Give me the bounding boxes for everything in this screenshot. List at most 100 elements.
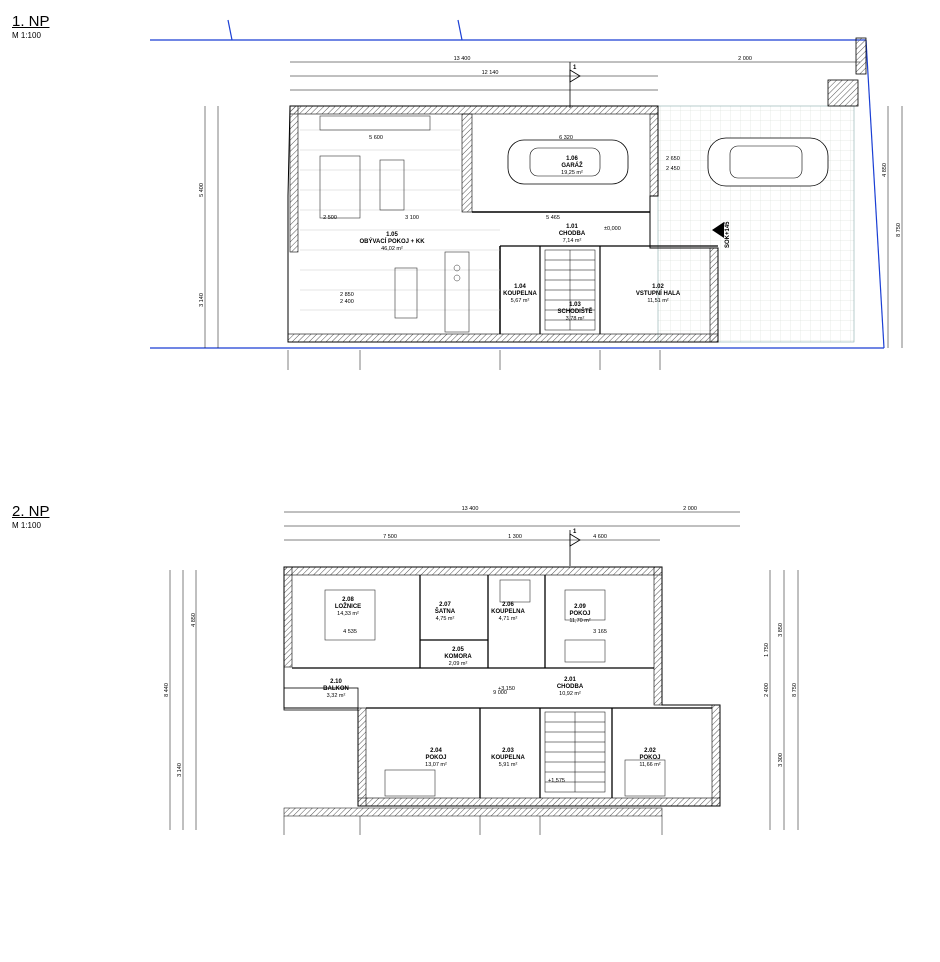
dim-top: 13 400: [454, 56, 471, 62]
room-balcony: 2.10 BALKON 3,32 m²: [323, 679, 349, 699]
dim-side: 2 400: [764, 683, 770, 697]
svg-text:1.03: 1.03: [569, 302, 581, 308]
dim-garage-h2: 2 450: [666, 166, 680, 172]
room-wardrobe: 2.07 ŠATNA 4,75 m²: [435, 602, 456, 622]
dim-side: 3 140: [177, 763, 183, 777]
svg-text:11,51 m²: 11,51 m²: [647, 298, 668, 304]
svg-text:2.01: 2.01: [564, 677, 576, 683]
dim-corridor: 9 000: [493, 690, 507, 696]
room-garage: 1.06 GARÁŽ 19,25 m²: [561, 156, 583, 176]
svg-text:3,78 m²: 3,78 m²: [566, 316, 585, 322]
svg-text:SCHODIŠTĚ: SCHODIŠTĚ: [557, 307, 592, 315]
svg-text:BALKON: BALKON: [323, 686, 349, 692]
svg-text:1.05: 1.05: [386, 232, 398, 238]
svg-text:KOUPELNA: KOUPELNA: [503, 291, 537, 297]
dim-top: 2 000: [683, 506, 697, 512]
room-room-right: 2.02 POKOJ 11,66 m²: [639, 748, 660, 768]
svg-text:11,66 m²: 11,66 m²: [639, 762, 660, 768]
svg-text:LOŽNICE: LOŽNICE: [335, 602, 361, 610]
section-marker-1: 1: [573, 65, 577, 71]
svg-text:2,09 m²: 2,09 m²: [449, 661, 468, 667]
dim-top: 2 000: [738, 56, 752, 62]
dim-living-2: 2 500: [323, 215, 337, 221]
dim-side: 4 850: [882, 163, 888, 177]
svg-text:13,07 m²: 13,07 m²: [425, 762, 447, 768]
svg-text:GARÁŽ: GARÁŽ: [561, 161, 583, 169]
room-bathroom-lower: 2.03 KOUPELNA 5,91 m²: [491, 748, 525, 768]
level-mark: ±0,000: [604, 226, 621, 232]
sokl-label: SOK+145: [725, 221, 731, 248]
floor-2-plan: 1 13 400 2 000 7 500 1 300 4 600 4 535 9…: [164, 506, 799, 835]
room-corridor: 1.01 CHODBA 7,14 m²: [559, 224, 586, 244]
dim-side: 3 850: [778, 623, 784, 637]
dim-bedroom: 4 535: [343, 629, 357, 635]
room-bathroom: 1.04 KOUPELNA 5,67 m²: [503, 284, 537, 304]
svg-text:2.05: 2.05: [452, 647, 464, 653]
section-marker-2: 1: [573, 529, 577, 535]
dim-side: 1 750: [764, 643, 770, 657]
room-room-upper: 2.09 POKOJ 11,70 m²: [569, 604, 590, 624]
svg-text:VSTUPNÍ HALA: VSTUPNÍ HALA: [636, 289, 681, 297]
svg-text:2.02: 2.02: [644, 748, 656, 754]
dim-window: 2 850: [340, 292, 354, 298]
dim-side: 8 750: [792, 683, 798, 697]
svg-text:2.08: 2.08: [342, 597, 354, 603]
floor-2-name: 2. NP: [12, 503, 50, 520]
dim-window-2: 2 400: [340, 299, 354, 305]
svg-text:3,32 m²: 3,32 m²: [327, 693, 346, 699]
dim-garage: 6 320: [559, 135, 573, 141]
svg-text:2.03: 2.03: [502, 748, 514, 754]
svg-text:KOUPELNA: KOUPELNA: [491, 755, 525, 761]
dim-room: 3 165: [593, 629, 607, 635]
room-staircase: 1.03 SCHODIŠTĚ 3,78 m²: [557, 302, 592, 322]
svg-text:CHODBA: CHODBA: [559, 231, 586, 237]
svg-text:CHODBA: CHODBA: [557, 684, 584, 690]
dim-side: 3 140: [199, 293, 205, 307]
svg-text:11,70 m²: 11,70 m²: [569, 618, 590, 624]
svg-text:5,91 m²: 5,91 m²: [499, 762, 518, 768]
svg-text:KOMORA: KOMORA: [444, 654, 472, 660]
room-corridor-upper: 2.01 CHODBA 10,92 m²: [557, 677, 584, 697]
floor-2-title: 2. NP M 1:100: [12, 503, 50, 531]
svg-text:14,33 m²: 14,33 m²: [337, 611, 359, 617]
svg-text:46,02 m²: 46,02 m²: [381, 246, 403, 252]
svg-text:ŠATNA: ŠATNA: [435, 607, 456, 615]
room-bedroom: 2.08 LOŽNICE 14,33 m²: [335, 597, 361, 617]
dim-top: 13 400: [462, 506, 479, 512]
svg-text:POKOJ: POKOJ: [569, 611, 590, 617]
dim-top: 7 500: [383, 534, 397, 540]
dim-garage-h: 2 650: [666, 156, 680, 162]
dim-hall: 5 465: [546, 215, 560, 221]
room-storage: 2.05 KOMORA 2,09 m²: [444, 647, 472, 667]
car-garage-icon: [507, 139, 629, 185]
dim-side: 8 440: [164, 683, 170, 697]
room-room-left: 2.04 POKOJ 13,07 m²: [425, 748, 447, 768]
floor-1-name: 1. NP: [12, 13, 50, 30]
dim-side: 4 850: [191, 613, 197, 627]
svg-text:19,25 m²: 19,25 m²: [561, 170, 583, 176]
dim-top: 4 600: [593, 534, 607, 540]
svg-text:2.04: 2.04: [430, 748, 442, 754]
svg-text:4,71 m²: 4,71 m²: [499, 616, 518, 622]
balcony-outline: [283, 687, 359, 711]
room-bathroom-upper: 2.06 KOUPELNA 4,71 m²: [491, 602, 525, 622]
level-mark-mid: +1,575: [548, 778, 565, 784]
svg-text:1.06: 1.06: [566, 156, 578, 162]
dim-side: 8 750: [896, 223, 902, 237]
svg-text:2.07: 2.07: [439, 602, 451, 608]
floor-1-title: 1. NP M 1:100: [12, 13, 50, 41]
floor-1-scale: M 1:100: [12, 31, 41, 40]
floor-2-scale: M 1:100: [12, 521, 41, 530]
svg-text:2.09: 2.09: [574, 604, 586, 610]
dim-side: 5 400: [199, 183, 205, 197]
svg-text:4,75 m²: 4,75 m²: [436, 616, 455, 622]
dim-side: 3 300: [778, 753, 784, 767]
car-driveway-icon: [707, 137, 829, 187]
svg-text:1.02: 1.02: [652, 284, 664, 290]
svg-text:10,92 m²: 10,92 m²: [559, 691, 581, 697]
svg-text:POKOJ: POKOJ: [425, 755, 446, 761]
svg-text:7,14 m²: 7,14 m²: [563, 238, 582, 244]
svg-text:2.06: 2.06: [502, 602, 514, 608]
dim-top: 12 140: [482, 70, 499, 76]
